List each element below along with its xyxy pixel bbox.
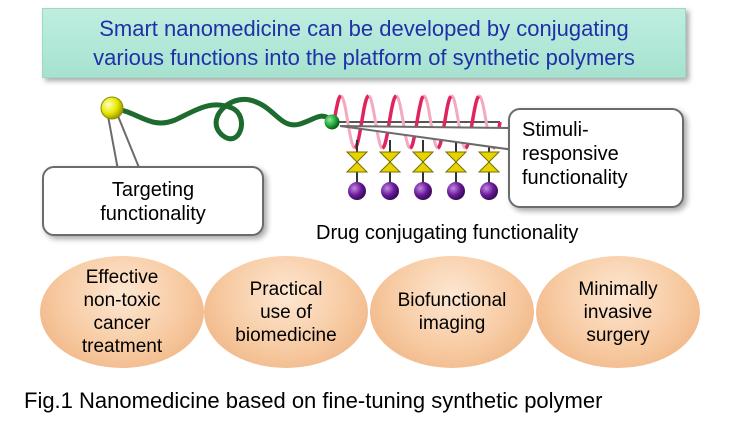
targeting-callout-pointer: [106, 115, 142, 171]
drug-molecule: [381, 182, 399, 200]
stimuli-callout: Stimuli- responsive functionality: [508, 108, 684, 208]
application-biomedicine: Practical use of biomedicine: [204, 256, 368, 368]
application-line: surgery: [586, 324, 650, 346]
polymer-junction-ball: [324, 114, 340, 130]
drug-conjugates: [345, 140, 501, 200]
application-line: non-toxic: [83, 290, 161, 311]
cleavable-linker: [345, 151, 369, 173]
targeting-ligand-ball: [100, 96, 124, 120]
targeting-callout: Targeting functionality: [42, 166, 264, 236]
application-line: Biofunctional: [397, 290, 507, 311]
application-line: Effective: [85, 267, 159, 288]
drug-molecule: [480, 182, 498, 200]
stimuli-callout-pointer: [339, 125, 515, 152]
application-surgery: Minimally invasive surgery: [536, 256, 700, 368]
figure-caption: Fig.1 Nanomedicine based on fine-tuning …: [24, 388, 603, 413]
application-line: imaging: [418, 313, 486, 334]
drug-molecule: [348, 182, 366, 200]
stimuli-callout-line-3: functionality: [522, 167, 628, 189]
application-cancer-treatment: Effective non-toxic cancer treatment: [40, 256, 204, 368]
stimuli-callout-line-1: Stimuli-: [522, 119, 589, 141]
application-line: biomedicine: [235, 324, 337, 346]
cleavable-linker: [411, 151, 435, 173]
helix: [332, 94, 502, 150]
targeting-callout-line-2: functionality: [100, 203, 206, 225]
application-line: cancer: [93, 313, 151, 334]
application-line: invasive: [583, 301, 653, 323]
application-line: Minimally: [578, 278, 658, 300]
drug-conjugating-label: Drug conjugating functionality: [316, 222, 579, 244]
targeting-callout-line-1: Targeting: [111, 179, 195, 201]
drug-molecule: [414, 182, 432, 200]
application-line: treatment: [81, 336, 163, 357]
banner-line-1: Smart nanomedicine can be developed by c…: [99, 16, 629, 41]
stimuli-callout-line-2: responsive: [522, 143, 619, 165]
application-line: Practical: [249, 278, 323, 300]
banner-line-2: various functions into the platform of s…: [93, 45, 635, 70]
drug-molecule: [447, 182, 465, 200]
application-line: use of: [260, 301, 312, 323]
cleavable-linker: [477, 151, 501, 173]
helix-front-strand: [332, 94, 502, 150]
polymer-chain: [109, 96, 335, 142]
cleavable-linker: [378, 151, 402, 173]
cleavable-linker: [444, 151, 468, 173]
title-banner: Smart nanomedicine can be developed by c…: [42, 8, 686, 78]
application-imaging: Biofunctional imaging: [370, 256, 534, 368]
